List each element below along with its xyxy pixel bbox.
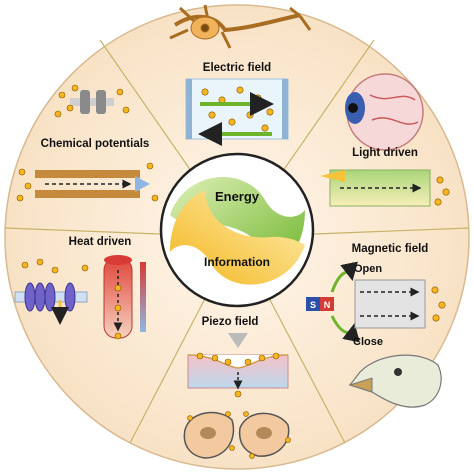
electric-field-label: Electric field (203, 62, 271, 74)
chemical-membrane-top (35, 170, 140, 178)
magnetic-field-sector: Magnetic field Open S N Close (306, 243, 446, 408)
piezo-field-label: Piezo field (202, 316, 259, 328)
light-driven-sector: Light driven (320, 73, 450, 207)
piezo-field-sector: Piezo field (183, 316, 291, 459)
heat-gradient-bar (140, 262, 146, 332)
heat-driven-sector: Heat driven (14, 236, 146, 340)
electric-field-panel (185, 78, 289, 140)
magnetic-field-label: Magnetic field (352, 243, 429, 255)
magnetic-close-label: Close (353, 336, 383, 348)
neuron-icon (169, 4, 312, 49)
cells-icon (183, 411, 291, 459)
magnet-n-text: N (324, 300, 331, 310)
pressure-arrow (228, 333, 248, 348)
magnet-s (306, 297, 320, 311)
energy-label: Energy (215, 189, 260, 204)
magnet-n (320, 297, 334, 311)
bird-head-icon (348, 354, 442, 408)
chemical-potentials-label: Chemical potentials (41, 138, 150, 150)
heat-driven-label: Heat driven (69, 236, 132, 248)
magnet-s-text: S (310, 300, 316, 310)
heat-channel-proteins (24, 282, 76, 312)
eye-icon (345, 73, 424, 151)
center-yin-yang: Energy Information (159, 152, 315, 308)
magnetic-channel (354, 279, 426, 329)
information-label: Information (204, 255, 270, 269)
light-driven-label: Light driven (352, 147, 418, 159)
chemical-potentials-sector: Chemical potentials (16, 84, 159, 202)
chemical-membrane-bottom (35, 190, 140, 198)
electric-field-sector: Electric field (169, 4, 312, 146)
magnetic-open-label: Open (354, 263, 382, 275)
ion-channel-icon (54, 84, 130, 118)
